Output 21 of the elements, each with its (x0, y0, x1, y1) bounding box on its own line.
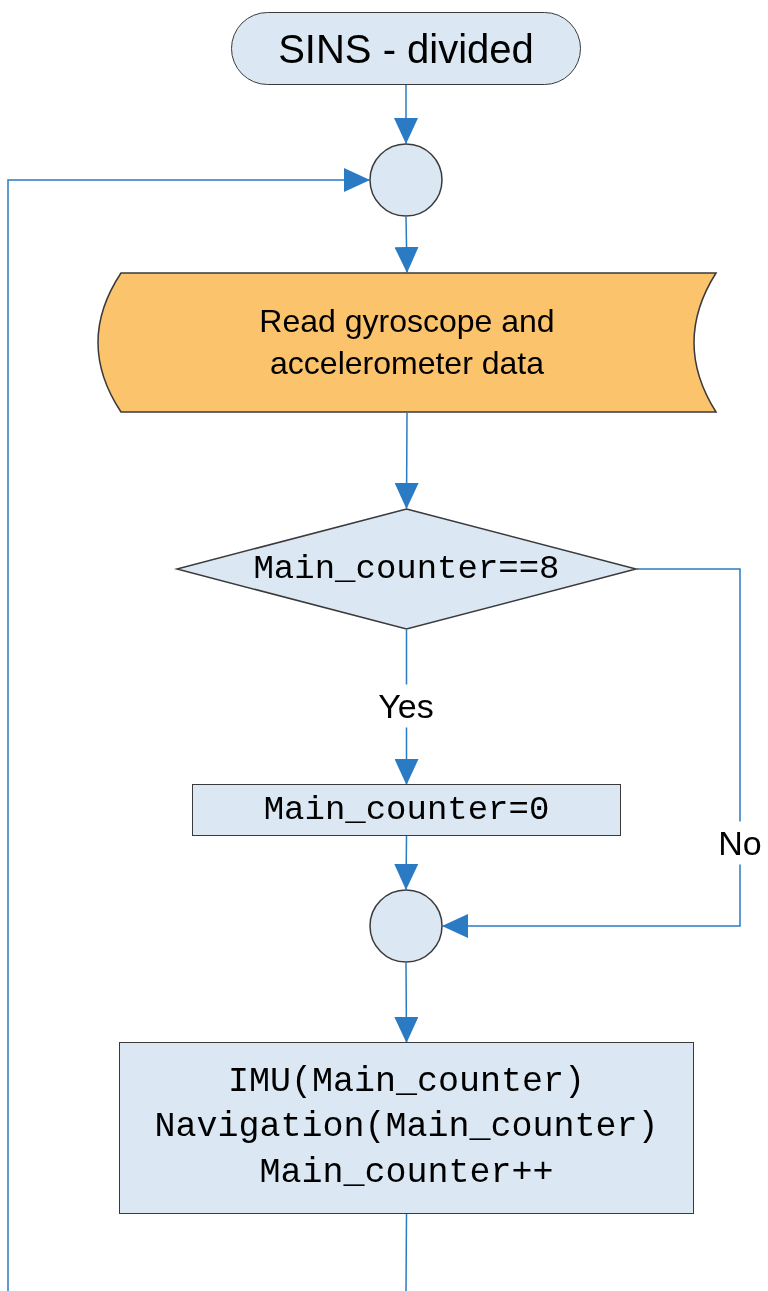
code-text: Main_counter++ (259, 1151, 554, 1195)
connector-circle (369, 889, 443, 963)
process-box (192, 784, 621, 836)
decision-diamond (176, 508, 637, 630)
arrow (394, 216, 419, 273)
node-text: Read gyroscope and accelerometer data (258, 301, 556, 383)
code-text: Navigation(Main_counter) (154, 1106, 659, 1150)
arrow (7, 168, 370, 1291)
connector-line (405, 1213, 408, 1291)
arrow (442, 568, 741, 938)
arrow (394, 84, 418, 144)
connector-circle (369, 143, 443, 217)
code-text: Main_counter==8 (253, 548, 560, 590)
arrow (394, 962, 419, 1043)
code-text: IMU(Main_counter) (227, 1060, 586, 1104)
data-input-shape (97, 272, 717, 413)
process-box (119, 1042, 694, 1214)
arrow (394, 835, 419, 890)
node-text: SINS - divided (278, 25, 534, 73)
code-text: Main_counter=0 (263, 789, 550, 831)
arrow (394, 412, 419, 509)
